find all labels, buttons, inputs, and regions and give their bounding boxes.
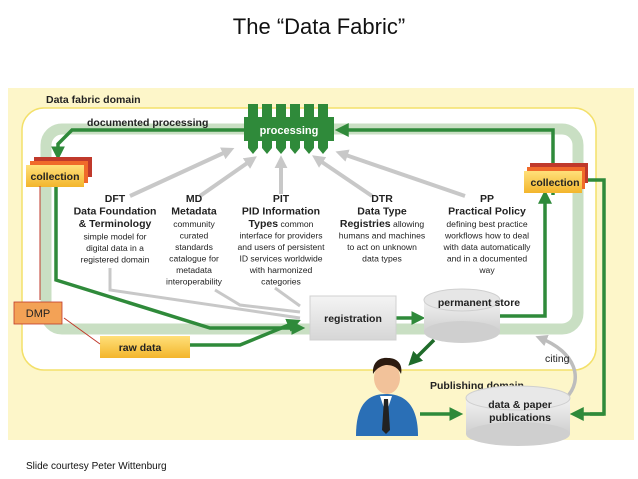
- dft-desc-line: registered domain: [81, 255, 150, 265]
- md-to-processing-arrow: [198, 156, 257, 198]
- pit-name-inline-line: Types common: [249, 218, 314, 230]
- dtr-desc-line: data types: [362, 254, 402, 264]
- dtr-name-inline: Registries: [340, 218, 391, 230]
- pit-desc-line: and users of persistent: [238, 242, 326, 252]
- pp-desc-line: workflows how to deal: [444, 231, 529, 241]
- pp-to-processing-arrow: [335, 149, 466, 198]
- documented-processing-label: documented processing: [87, 117, 208, 129]
- md-name-line: Metadata: [171, 206, 217, 218]
- pp-desc-line: way: [478, 265, 495, 275]
- store-to-collection-arrow: [500, 189, 552, 318]
- slide-courtesy: Slide courtesy Peter Wittenburg: [26, 461, 167, 472]
- processing-to-collection-arrow: [51, 128, 252, 161]
- pit-to-registration-line: [274, 286, 301, 308]
- dtr-name-line: Data Type: [357, 206, 407, 218]
- dft-name-line: Data Foundation: [74, 206, 157, 218]
- dtr-desc-line: to act on unknown: [347, 242, 417, 252]
- pp-abbr: PP: [480, 193, 494, 205]
- collection-right-node: collection: [524, 163, 588, 193]
- collection-left-node: collection: [26, 157, 92, 187]
- permanent-store-node: permanent store: [423, 288, 520, 343]
- raw-data-to-registration-arrow: [190, 318, 301, 347]
- store-to-user-arrow: [408, 338, 436, 366]
- pit-desc-line: categories: [261, 277, 301, 287]
- pit-name-line: PID Information: [242, 206, 320, 218]
- md-to-registration-line: [214, 288, 301, 314]
- publications-node: data & paper publications: [465, 385, 571, 446]
- user-avatar-icon: [356, 357, 418, 436]
- dtr-desc-line: humans and machines: [339, 231, 425, 241]
- collection-right-label: collection: [530, 177, 579, 189]
- data-fabric-domain-label: Data fabric domain: [46, 94, 141, 106]
- md-desc-line: metadata: [176, 265, 212, 275]
- publications-label-line1: data & paper: [488, 399, 552, 411]
- dft-name-line: & Terminology: [79, 218, 152, 230]
- citing-arrow: [535, 334, 577, 400]
- pit-name-inline: Types: [249, 218, 279, 230]
- publications-label-line2: publications: [489, 412, 551, 424]
- collection-to-registration-arrow: [54, 186, 306, 335]
- pp-name-line: Practical Policy: [448, 206, 526, 218]
- dft-abbr: DFT: [105, 193, 126, 205]
- permanent-store-label: permanent store: [438, 297, 520, 309]
- dft-desc-line: digital data in a: [86, 243, 144, 253]
- dmp-node: DMP: [13, 186, 101, 345]
- pit-abbr: PIT: [273, 193, 290, 205]
- dtr-abbr: DTR: [371, 193, 393, 205]
- pp-desc-line: and in a documented: [447, 254, 527, 264]
- dtr-name-inline-line: Registries allowing: [340, 218, 424, 230]
- registration-label: registration: [324, 313, 382, 325]
- collection-left-label: collection: [30, 171, 79, 183]
- dft-desc-line: simple model for: [83, 232, 146, 242]
- dtr-to-processing-arrow: [312, 155, 374, 198]
- pit-desc-first: common: [278, 219, 314, 229]
- raw-data-label: raw data: [119, 342, 162, 354]
- pit-desc-line: ID services worldwide: [239, 254, 322, 264]
- slide-title: The “Data Fabric”: [232, 14, 406, 39]
- md-desc-line: curated: [180, 231, 209, 241]
- md-desc-line: standards: [175, 242, 213, 252]
- dft-to-processing-arrow: [129, 147, 235, 198]
- pit-desc-line: with harmonized: [249, 265, 313, 275]
- md-desc-line: catalogue for: [169, 254, 219, 264]
- pp-desc-line: defining best practice: [446, 219, 527, 229]
- dft-to-registration-line: [108, 268, 301, 320]
- md-abbr: MD: [186, 193, 203, 205]
- dmp-label: DMP: [26, 308, 50, 320]
- dtr-desc-first: allowing: [391, 219, 425, 229]
- processing-node: processing: [244, 104, 334, 154]
- raw-data-node: raw data: [100, 336, 190, 358]
- md-desc-line: interoperability: [166, 277, 223, 287]
- pit-desc-line: interface for providers: [239, 231, 322, 241]
- registration-node: registration: [309, 295, 397, 341]
- processing-label: processing: [260, 125, 319, 137]
- pp-desc-line: with data automatically: [443, 242, 532, 252]
- citing-label: citing: [545, 353, 570, 365]
- md-desc-line: community: [173, 219, 215, 229]
